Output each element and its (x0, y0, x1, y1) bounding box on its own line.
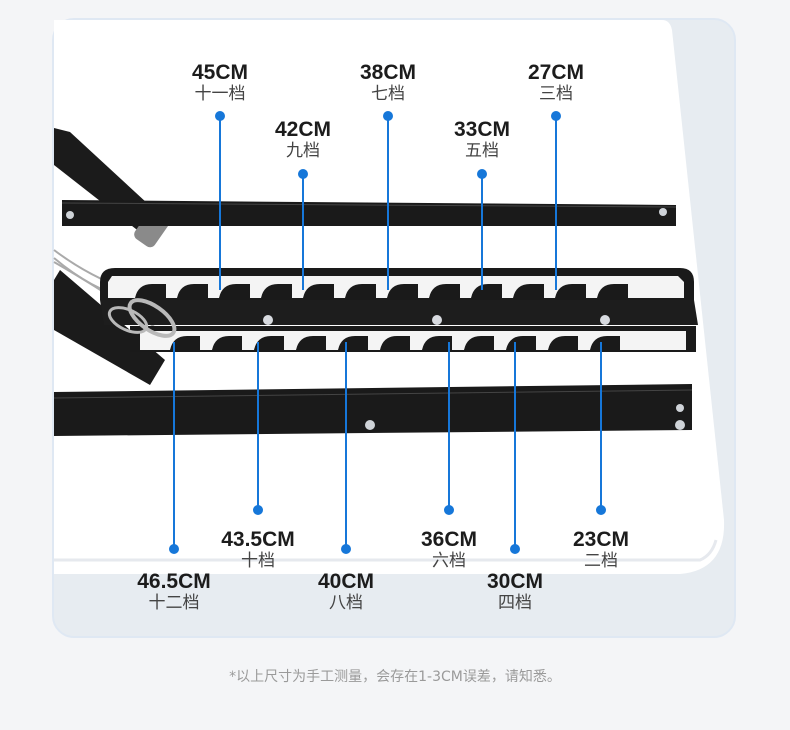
callout-lines (173, 116, 602, 549)
label-gear: 九档 (286, 141, 320, 161)
label-cm: 30CM (486, 570, 544, 593)
label-gear: 七档 (371, 84, 405, 104)
label-gear-8: 40CM 八档 (286, 571, 406, 612)
label-cm: 43.5CM (221, 528, 295, 551)
label-gear-12: 46.5CM 十二档 (114, 571, 234, 612)
label-gear-11: 45CM 十一档 (160, 62, 280, 103)
label-gear: 十档 (241, 551, 275, 571)
label-cm: 38CM (359, 61, 417, 84)
label-gear: 八档 (329, 593, 363, 613)
label-cm: 40CM (317, 570, 375, 593)
label-cm: 45CM (191, 61, 249, 84)
label-gear-10: 43.5CM 十档 (198, 529, 318, 570)
label-cm: 46.5CM (137, 570, 211, 593)
label-gear: 三档 (539, 84, 573, 104)
label-cm: 27CM (527, 61, 585, 84)
bottom-rail (54, 384, 692, 436)
label-gear-9: 42CM 九档 (243, 119, 363, 160)
label-cm: 33CM (453, 118, 511, 141)
label-gear: 四档 (498, 593, 532, 613)
label-cm: 36CM (420, 528, 478, 551)
label-gear: 二档 (584, 551, 618, 571)
measurement-footnote: *以上尺寸为手工测量，会存在1-3CM误差，请知悉。 (229, 669, 561, 685)
label-gear: 六档 (432, 551, 466, 571)
label-gear: 五档 (465, 141, 499, 161)
slider-plate (100, 300, 698, 325)
callout-dots (169, 111, 606, 554)
label-gear-4: 30CM 四档 (455, 571, 575, 612)
label-cm: 42CM (274, 118, 332, 141)
label-gear-3: 27CM 三档 (496, 62, 616, 103)
label-gear: 十一档 (194, 84, 246, 104)
label-gear-7: 38CM 七档 (328, 62, 448, 103)
label-gear-6: 36CM 六档 (389, 529, 509, 570)
label-cm: 23CM (572, 528, 630, 551)
label-gear-5: 33CM 五档 (422, 119, 542, 160)
label-gear-2: 23CM 二档 (541, 529, 661, 570)
label-gear: 十二档 (148, 593, 200, 613)
